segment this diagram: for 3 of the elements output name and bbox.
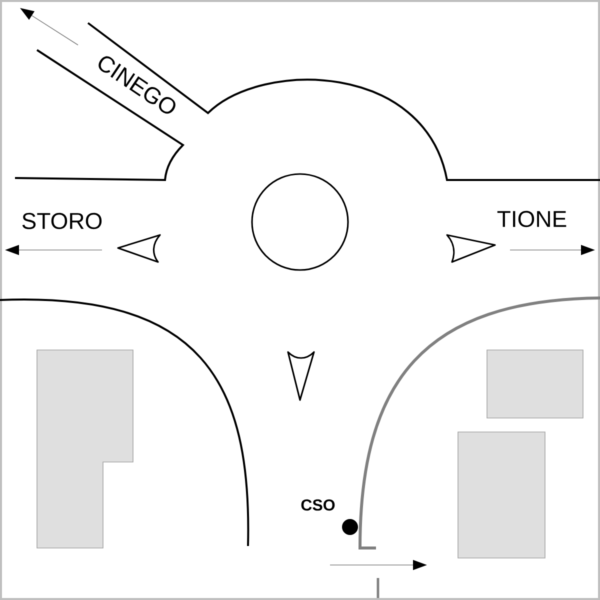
place-label: TIONE (497, 210, 566, 228)
place-label: CSO (301, 499, 335, 511)
place-label: STORO (22, 212, 102, 230)
